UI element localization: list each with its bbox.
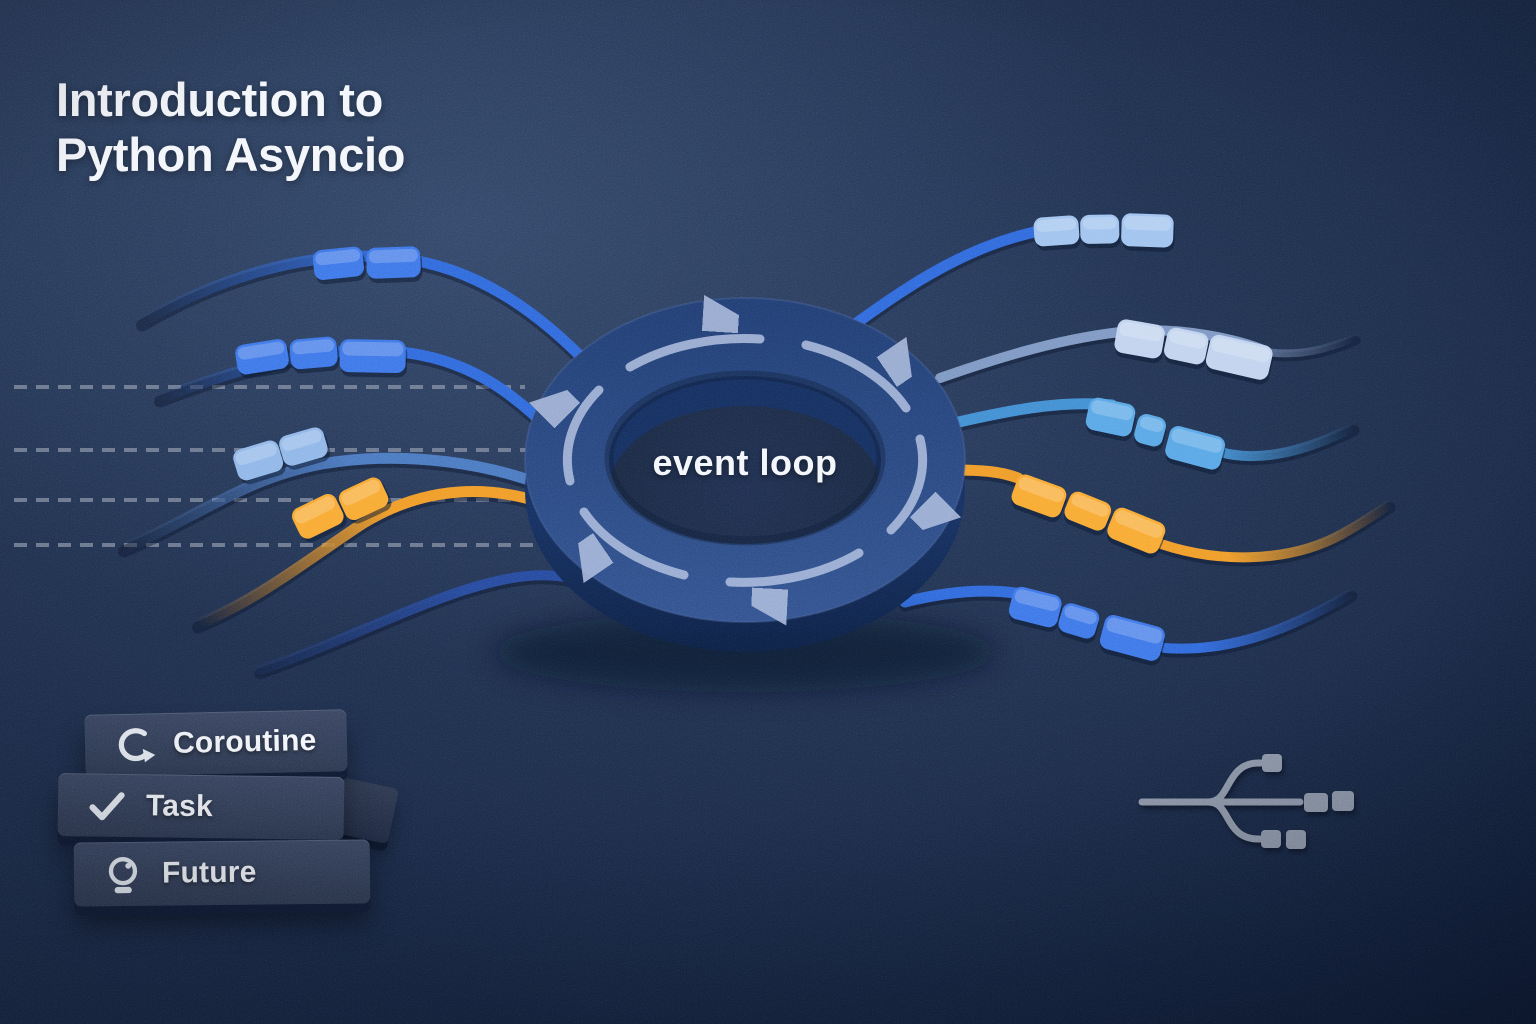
- fork-node: [1332, 791, 1354, 811]
- page-title: Introduction to Python Asyncio: [56, 72, 406, 183]
- flow-line-shadow: [852, 225, 1066, 332]
- task-pill: [312, 246, 366, 285]
- future-crystal-ball-icon: [108, 857, 138, 894]
- task-pill: [1033, 215, 1082, 251]
- task-pill: [1114, 319, 1166, 364]
- pill-highlight: [1124, 215, 1172, 231]
- legend-item-future: Future: [73, 839, 371, 907]
- pill-highlight: [368, 248, 418, 264]
- fork-node: [1262, 754, 1282, 772]
- fork-node: [1261, 830, 1281, 848]
- task-pill: [1165, 426, 1226, 475]
- legend-label: Task: [145, 788, 214, 823]
- task-pill: [1099, 615, 1166, 666]
- task-pill: [1085, 397, 1136, 442]
- task-pill: [366, 246, 423, 284]
- page-title-line1: Introduction to: [56, 73, 384, 126]
- fork-node: [1304, 793, 1328, 812]
- flow-line: [1145, 499, 1395, 563]
- flow-line: [1262, 333, 1360, 358]
- task-fork-diagram: [1138, 754, 1354, 849]
- event-loop-ring: [493, 298, 997, 692]
- task-check-icon: [89, 791, 125, 820]
- pill-highlight: [342, 341, 404, 357]
- task-pill: [1080, 214, 1121, 249]
- flow-line: [1215, 422, 1359, 462]
- legend-item-task: Task: [57, 773, 345, 840]
- task-pill: [1205, 334, 1274, 385]
- task-pill: [339, 339, 408, 378]
- task-pill: [1134, 414, 1167, 452]
- fork-branch-top: [1204, 759, 1265, 806]
- pill-highlight: [1082, 216, 1117, 230]
- task-pill: [1064, 491, 1112, 536]
- task-pill: [1058, 603, 1100, 644]
- legend-item-coroutine: Coroutine: [84, 709, 348, 777]
- task-pill: [289, 336, 340, 374]
- legend-label: Coroutine: [172, 723, 317, 760]
- event-loop-label: event loop: [652, 442, 838, 483]
- flow-line: [1160, 588, 1357, 654]
- fork-node: [1286, 830, 1306, 849]
- legend-label: Future: [161, 855, 257, 890]
- coroutine-loop-icon: [118, 728, 156, 763]
- fork-branch-bottom: [1204, 798, 1264, 843]
- task-pill: [235, 339, 291, 379]
- task-pill: [1121, 213, 1176, 253]
- page-title-line2: Python Asyncio: [56, 128, 406, 182]
- task-pill: [1008, 586, 1062, 632]
